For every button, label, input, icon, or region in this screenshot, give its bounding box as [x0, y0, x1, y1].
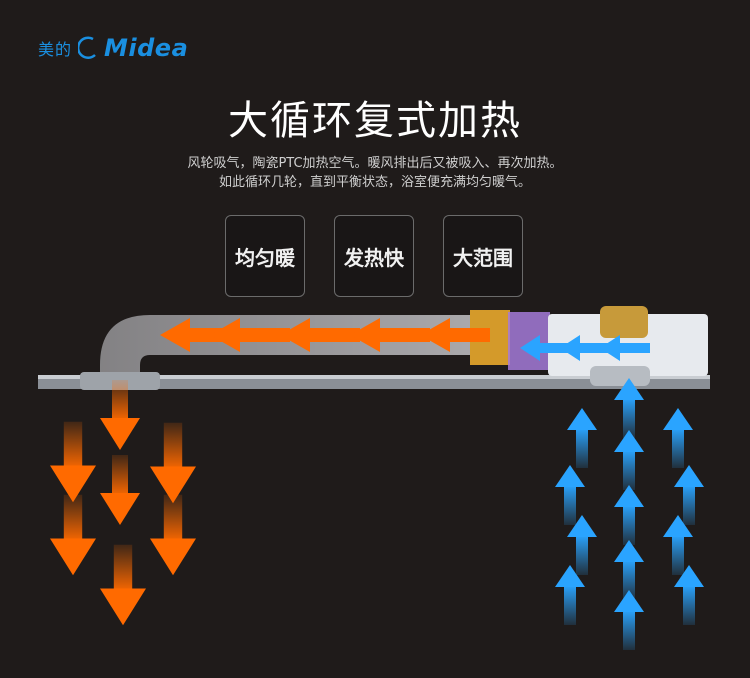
- midea-circle-icon: [78, 36, 96, 59]
- warm-air-horizontal-arrows: [160, 318, 490, 352]
- description-line-2: 如此循环几轮，直到平衡状态，浴室便充满均匀暖气。: [218, 175, 531, 190]
- brand-logo: 美的 Midea: [38, 34, 188, 62]
- page-title: 大循环复式加热: [228, 98, 522, 144]
- description-line-1: 风轮吸气，陶瓷PTC加热空气。暖风排出后又被吸入、再次加热。: [187, 156, 563, 171]
- airflow-diagram: [38, 306, 710, 650]
- feature-badge-fast-heat: 发热快: [334, 215, 414, 297]
- fan-icon: [600, 306, 648, 338]
- cold-air-arrow-icon: [555, 378, 704, 650]
- warm-air-arrow-icon: [50, 380, 196, 626]
- cold-air-horizontal-arrows: [520, 335, 650, 361]
- description: 风轮吸气，陶瓷PTC加热空气。暖风排出后又被吸入、再次加热。 如此循环几轮，直到…: [0, 154, 750, 192]
- feature-badge-even-warm: 均匀暖: [225, 215, 305, 297]
- brand-cn: 美的: [38, 40, 73, 59]
- brand-en: Midea: [104, 34, 189, 62]
- air-duct: [100, 315, 480, 380]
- feature-badge-wide-range: 大范围: [443, 215, 523, 297]
